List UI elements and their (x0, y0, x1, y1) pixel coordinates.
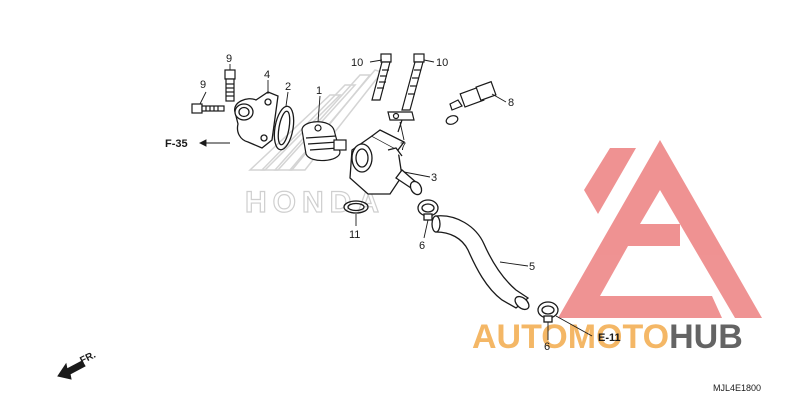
ref-e11: E-11 (598, 332, 621, 344)
callout-4: 4 (264, 69, 270, 81)
front-direction-label: FR. (78, 349, 98, 366)
callout-8: 8 (508, 97, 514, 109)
part-9-bolt-left (191, 103, 225, 114)
part-8-temp-sensor (449, 80, 497, 111)
callout-10-left: 10 (351, 57, 363, 69)
callout-9-left: 9 (200, 79, 206, 91)
part-2-gasket (273, 105, 295, 151)
callout-9-upper: 9 (226, 53, 232, 65)
part-4-thermostat-cover (234, 91, 279, 149)
callout-3: 3 (431, 172, 437, 184)
part-1-thermostat (301, 121, 347, 162)
o-ring-sensor (445, 115, 459, 125)
brand-part-hub: HUB (669, 318, 743, 356)
part-6-clamp-upper (417, 199, 439, 221)
diagram-code: MJL4E1800 (713, 383, 761, 393)
callout-10-right: 10 (436, 57, 448, 69)
callout-5: 5 (529, 261, 535, 273)
callout-2: 2 (285, 81, 291, 93)
ref-f35: F-35 (165, 138, 188, 150)
part-11-o-ring (343, 200, 369, 214)
part-5-water-hose (431, 215, 530, 311)
honda-watermark-text: HONDA (245, 186, 385, 219)
part-3-thermostat-housing (349, 129, 423, 196)
brand-part-auto: AUTO (472, 318, 568, 356)
callout-7: 7 (400, 141, 406, 153)
callout-6-lower: 6 (544, 341, 550, 353)
part-10-bolt-right (401, 53, 425, 111)
autmotohub-triangle-logo (558, 140, 762, 318)
callout-labels: 9 9 4 2 1 10 10 8 7 3 11 6 5 6 (200, 53, 550, 353)
callout-1: 1 (316, 85, 322, 97)
part-10-bolt-left (371, 53, 392, 101)
part-9-bolt-upper (224, 69, 236, 102)
brand-part-moto: MOTO (568, 318, 669, 356)
automoto-watermark: AUTOMOTOHUB (472, 318, 743, 356)
leader-lines (198, 59, 593, 340)
front-direction-arrow: FR. (57, 349, 98, 380)
callout-11: 11 (349, 229, 360, 241)
part-6-clamp-lower (537, 301, 559, 323)
part-7-bracket (387, 111, 415, 133)
callout-6-upper: 6 (419, 240, 425, 252)
